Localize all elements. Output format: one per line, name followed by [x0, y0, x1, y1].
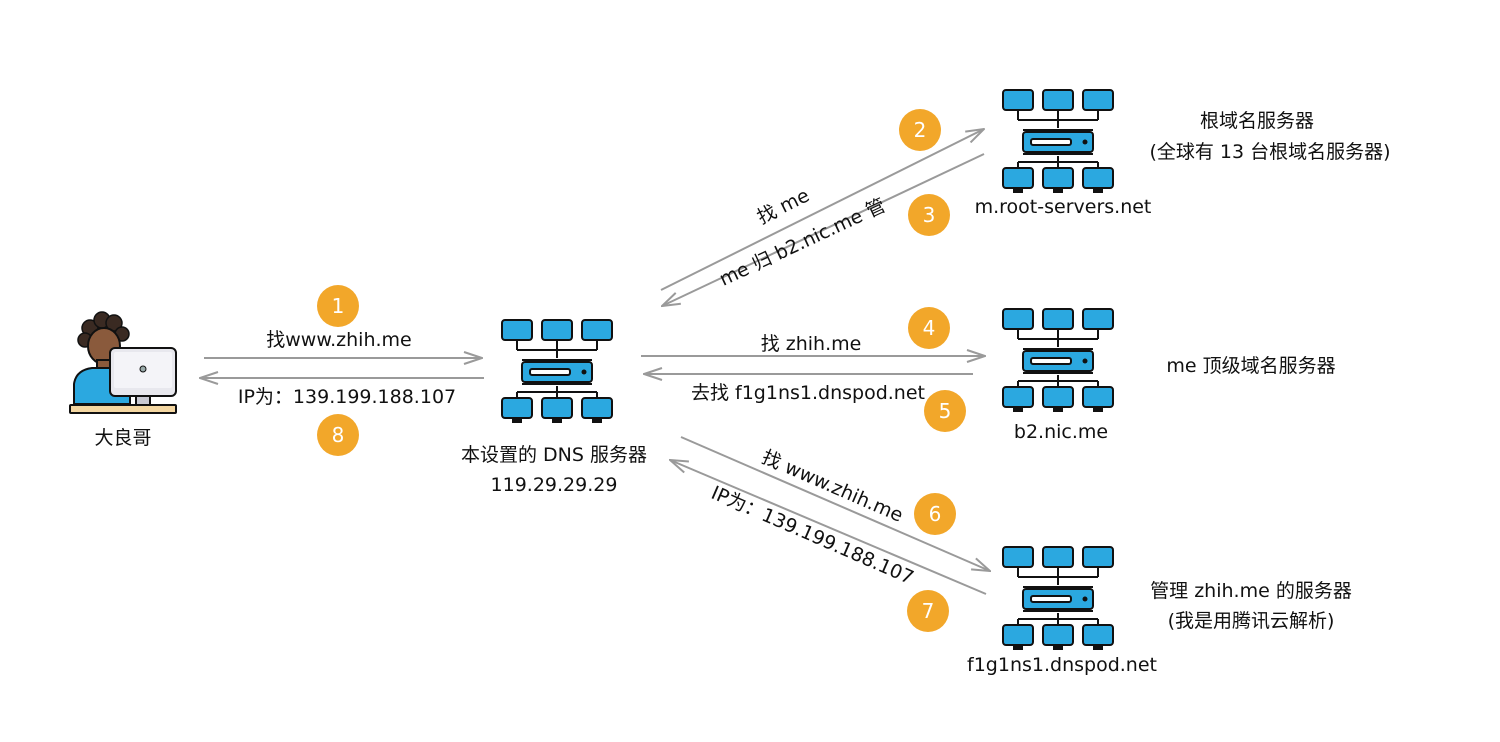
step-1-badge: 1 [317, 285, 359, 327]
root-server-icon [1002, 89, 1114, 194]
svg-text:6: 6 [929, 502, 942, 526]
auth-host: f1g1ns1.dnspod.net [967, 654, 1157, 676]
step-1-label: 找www.zhih.me [266, 329, 412, 351]
local-dns-ip: 119.29.29.29 [491, 474, 618, 496]
tld-title: me 顶级域名服务器 [1166, 355, 1335, 377]
local-dns-label: 本设置的 DNS 服务器 [461, 444, 647, 466]
root-title: 根域名服务器 [1200, 110, 1314, 132]
step-2-badge: 2 [899, 109, 941, 151]
step-8-label: IP为：139.199.188.107 [238, 386, 456, 408]
step-4-label: 找 zhih.me [761, 333, 862, 355]
local-dns-server-icon [501, 319, 613, 424]
svg-text:3: 3 [923, 203, 936, 227]
step-5-badge: 5 [924, 390, 966, 432]
svg-text:5: 5 [939, 399, 952, 423]
auth-server-icon [1002, 546, 1114, 651]
step-5-label: 去找 f1g1ns1.dnspod.net [691, 382, 925, 404]
svg-text:4: 4 [923, 316, 936, 340]
step-8-badge: 8 [317, 414, 359, 456]
svg-text:7: 7 [922, 599, 935, 623]
step-2-label: 找 me [754, 184, 813, 228]
step-3-badge: 3 [908, 194, 950, 236]
step-4-badge: 4 [908, 307, 950, 349]
auth-note: (我是用腾讯云解析) [1168, 610, 1335, 632]
root-note: (全球有 13 台根域名服务器) [1149, 141, 1390, 163]
step-6-badge: 6 [914, 493, 956, 535]
user-label: 大良哥 [94, 427, 151, 449]
arrow-step-3 [662, 153, 985, 306]
user-at-computer-icon [69, 311, 177, 414]
arrow-step-7 [670, 460, 987, 595]
svg-text:1: 1 [332, 294, 345, 318]
root-host: m.root-servers.net [975, 196, 1152, 218]
arrow-step-6 [680, 436, 990, 571]
arrow-step-2 [660, 129, 984, 291]
tld-server-icon [1002, 308, 1114, 413]
svg-text:8: 8 [332, 423, 345, 447]
svg-text:2: 2 [914, 118, 927, 142]
step-7-badge: 7 [907, 590, 949, 632]
auth-title: 管理 zhih.me 的服务器 [1150, 580, 1352, 602]
tld-host: b2.nic.me [1014, 421, 1108, 443]
